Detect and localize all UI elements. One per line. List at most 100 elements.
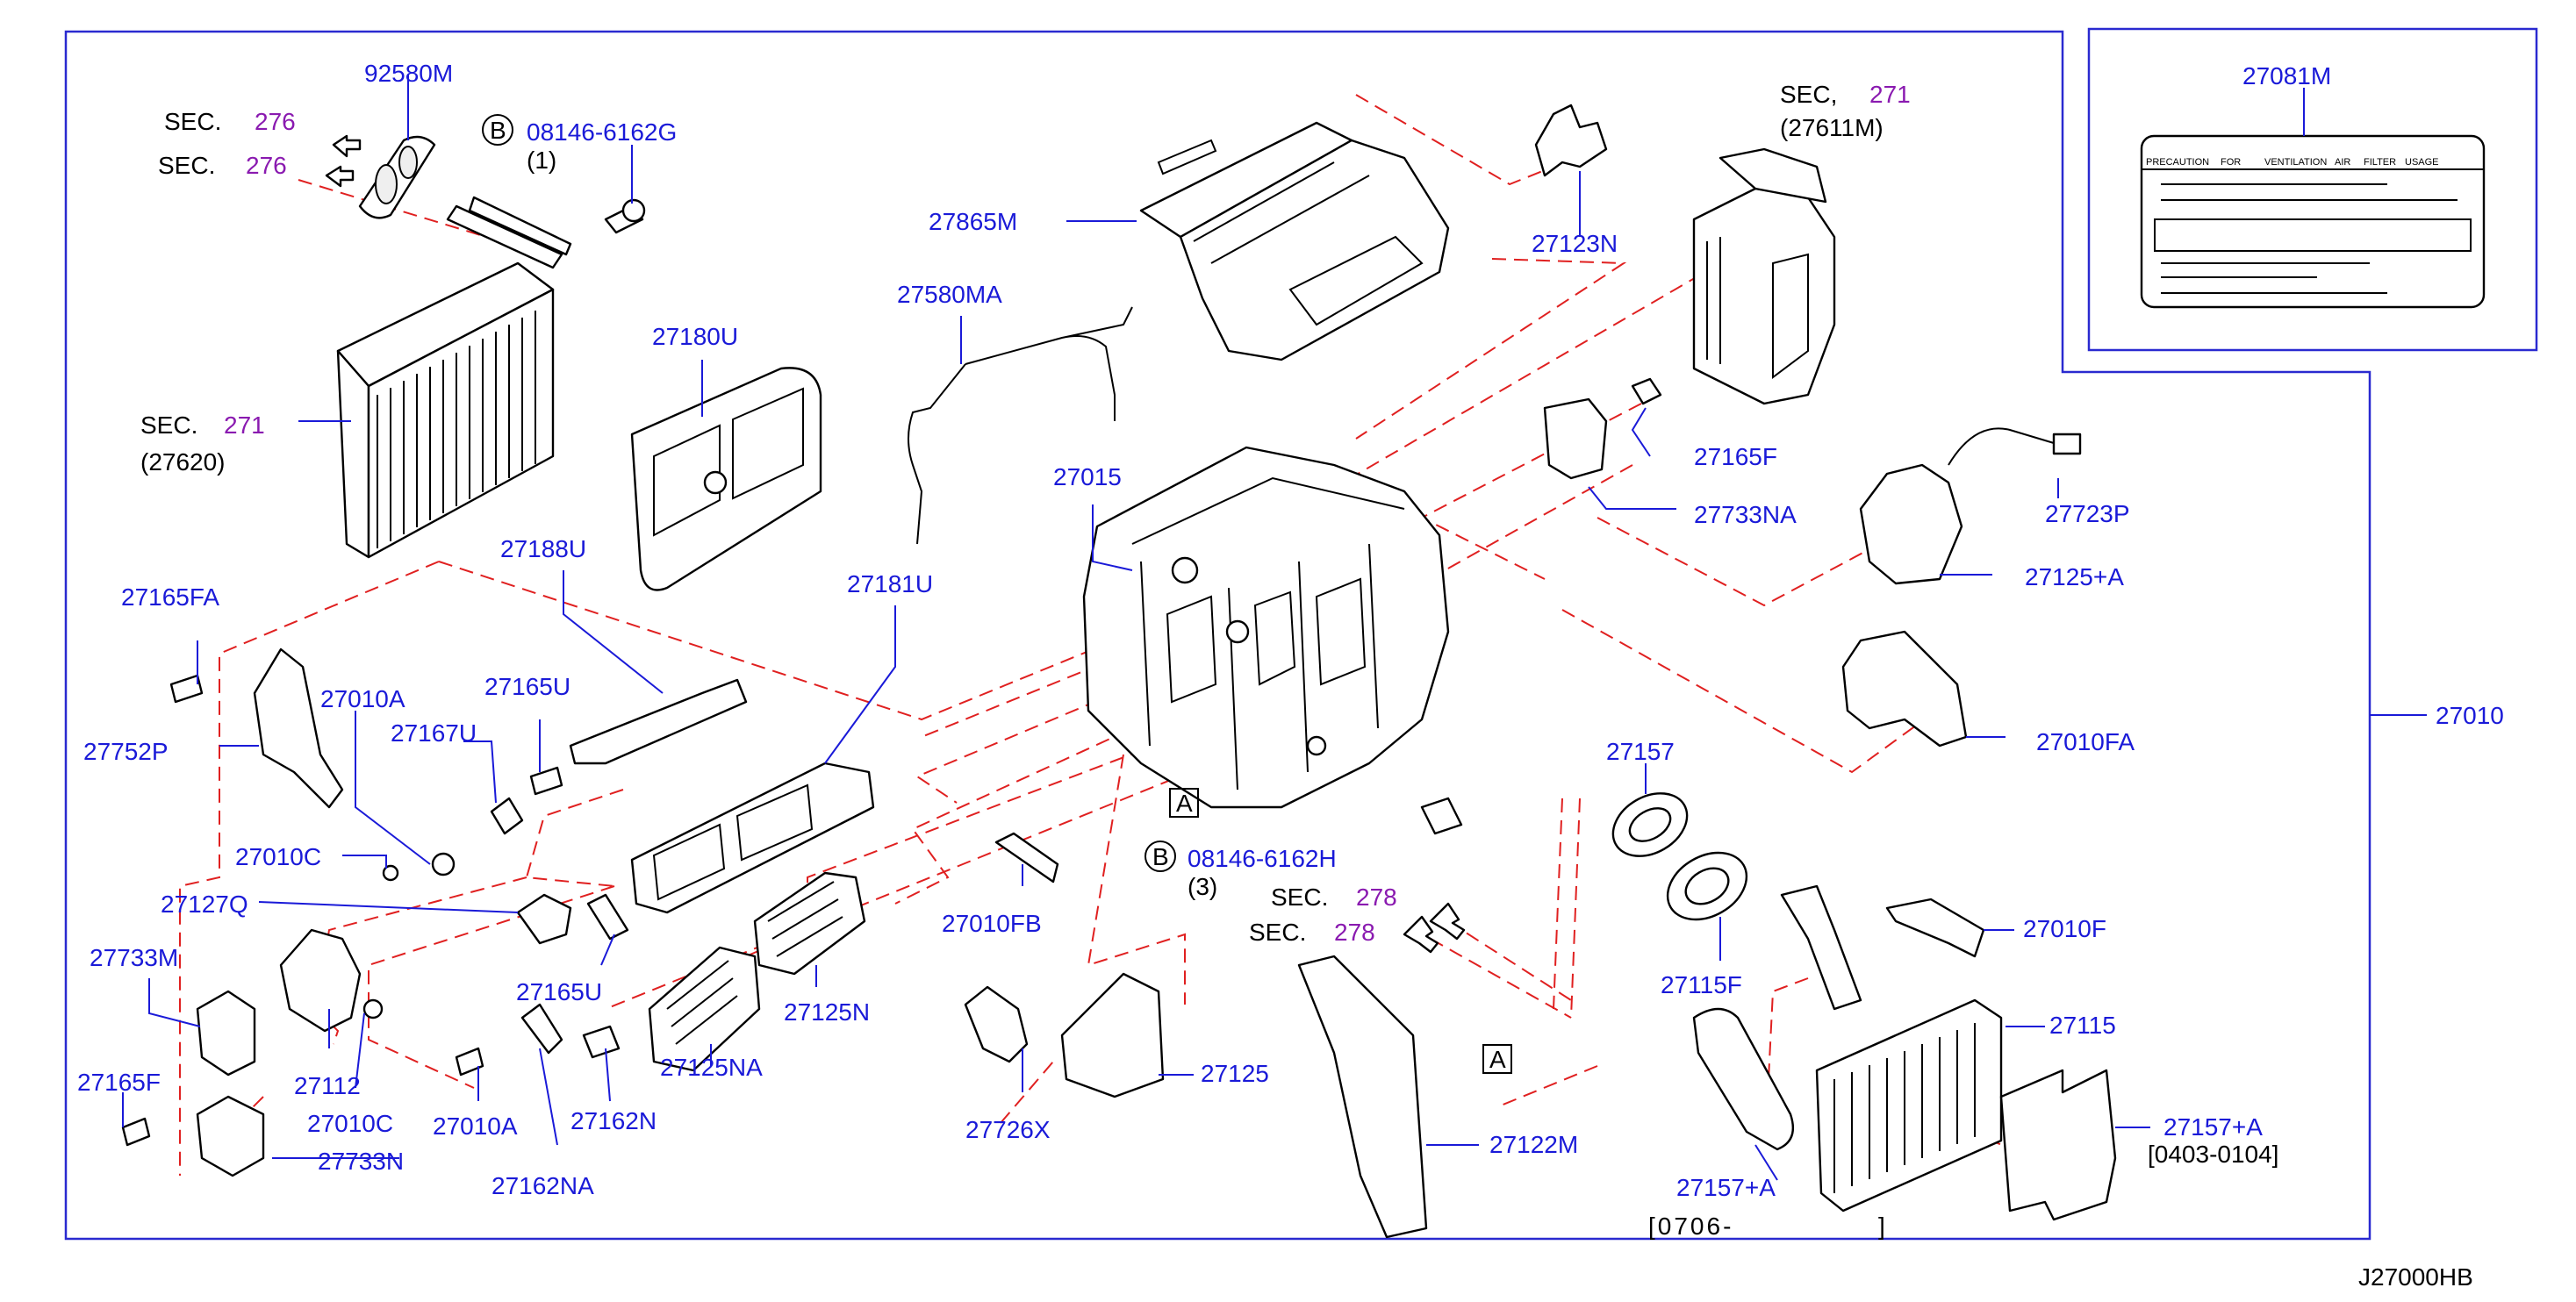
part-number: 27726X [965, 1116, 1051, 1143]
duct-27122M-drawing [1297, 955, 1428, 1239]
date-range-end: ] [1878, 1213, 1885, 1240]
part-number: 27115F [1661, 971, 1742, 998]
part-number: 27865M [929, 208, 1017, 235]
sec-ref-part: (27611M) [1780, 114, 1884, 141]
date-range: [0403-0104] [2148, 1141, 2278, 1168]
part-number: 27752P [83, 738, 169, 765]
part-number: 27157 [1606, 738, 1675, 765]
label-heading-word: USAGE [2405, 157, 2439, 168]
diagram-code: J27000HB [2358, 1263, 2473, 1291]
part-number: 27162NA [492, 1172, 594, 1199]
sec-ref-prefix: SEC, [1780, 81, 1837, 108]
duct-27611M-drawing [1692, 147, 1836, 405]
part-number: 27010FA [2036, 728, 2135, 755]
part-number: 27125NA [660, 1054, 763, 1081]
marker-box [1482, 1044, 1512, 1074]
sec-ref-prefix: SEC. [164, 108, 221, 135]
sec-ref-number: 278 [1334, 919, 1375, 946]
seal-27157-drawing [1611, 792, 1689, 857]
marker-box [1169, 788, 1199, 818]
label-heading-word: AIR [2335, 157, 2350, 168]
part-number: 27127Q [161, 891, 248, 918]
part-number: 27010C [235, 843, 321, 870]
part-number: 27010F [2023, 915, 2106, 942]
sec-ref-number: 276 [255, 108, 296, 135]
bracket-27010FA-drawing [1841, 630, 1968, 748]
part-number: 27165F [1694, 443, 1777, 470]
actuator-27733M-drawing [196, 990, 256, 1077]
part-number: 27157+A [2163, 1113, 2263, 1141]
seal-27157A-drawing [1692, 1007, 1795, 1151]
duct-27188U-drawing [569, 678, 748, 765]
direction-arrows-278 [1403, 902, 1466, 954]
link-27162NA-drawing [520, 1003, 563, 1055]
part-number: 27165FA [121, 583, 219, 611]
bracket-27125A-drawing [1859, 463, 1963, 585]
bracket-27752P-drawing [253, 647, 344, 809]
leader-lines [122, 75, 2150, 1181]
part-number: 27723P [2045, 500, 2130, 527]
date-range-start: [0706- [1648, 1213, 1733, 1240]
bolt-part-no: 08146-6162G [527, 118, 677, 146]
bracket-27010F-drawing [1885, 898, 1985, 958]
duct-27125-drawing [1060, 972, 1165, 1098]
part-number: 27010A [320, 685, 405, 712]
part-number: 27125 [1201, 1060, 1269, 1087]
sec-ref-number: 271 [1869, 81, 1911, 108]
motor-27127Q-drawing [516, 893, 572, 945]
part-number: 27167U [391, 719, 477, 747]
bolt-part-no: 08146-6162H [1188, 845, 1337, 872]
bolt-drawing [604, 198, 646, 234]
part-number: 27010FB [942, 910, 1042, 937]
label-heading-word: VENTILATION [2264, 157, 2327, 168]
sec-ref-number: 276 [246, 152, 287, 179]
cover-27157A-drawing [1999, 1069, 2117, 1221]
bolt-qty: (1) [527, 147, 556, 174]
part-number: 27015 [1053, 463, 1122, 490]
part-number: 27157+A [1676, 1174, 1776, 1201]
part-number: 27123N [1532, 230, 1618, 257]
marker-letter: A [1489, 1046, 1506, 1073]
screws-drawing [121, 674, 563, 1147]
label-heading-word: FILTER [2364, 157, 2396, 168]
part-number: 27165F [77, 1069, 161, 1096]
heater-core-drawing [1780, 884, 2003, 1213]
link-27162N-drawing [582, 1025, 621, 1059]
precaution-label-sheet: PRECAUTION FOR VENTILATION AIR FILTER US… [2140, 134, 2486, 309]
part-number: 27112 [294, 1072, 361, 1099]
sec-ref-number: 271 [224, 411, 265, 439]
part-number: 27580MA [897, 281, 1002, 308]
sec-ref-prefix: SEC. [1249, 919, 1306, 946]
wire-harness-drawing [908, 306, 1133, 545]
bolt-symbol: B [1152, 843, 1169, 870]
expansion-valve-drawing [358, 135, 436, 219]
sec-ref-part: (27620) [140, 448, 226, 476]
seal-27115F-drawing [1666, 851, 1748, 921]
label-heading-word: PRECAUTION [2146, 157, 2209, 168]
frame-part-no: 27010 [2436, 702, 2504, 729]
part-number: 27733N [318, 1148, 404, 1175]
blower-27112-drawing [279, 928, 362, 1033]
direction-arrows-276 [325, 134, 362, 188]
bolt-27165F-drawing [1631, 377, 1662, 405]
sec-ref-prefix: SEC. [1271, 884, 1328, 911]
marker-letter: A [1176, 790, 1193, 817]
part-number: 27733M [90, 944, 178, 971]
label-sheet-part-no: 27081M [2242, 62, 2331, 89]
part-number: 27165U [516, 978, 602, 1005]
part-number: 27125N [784, 998, 870, 1026]
bolt-qty: (3) [1188, 873, 1217, 900]
vent-27125NA-drawing [648, 946, 761, 1072]
sec-ref-prefix: SEC. [158, 152, 215, 179]
bolt-6162H-drawing [1420, 797, 1463, 835]
part-number: 27165U [484, 673, 570, 700]
label-sheet-frame [2087, 27, 2538, 352]
bolt-symbol-circle [482, 114, 513, 146]
vent-27125N-drawing [753, 871, 866, 976]
part-number: 92580M [364, 60, 453, 87]
part-number: 27181U [847, 570, 933, 597]
center-vent-drawing [630, 367, 822, 591]
motor-27726X-drawing [964, 985, 1029, 1063]
main-assembly-frame [64, 30, 2371, 1241]
